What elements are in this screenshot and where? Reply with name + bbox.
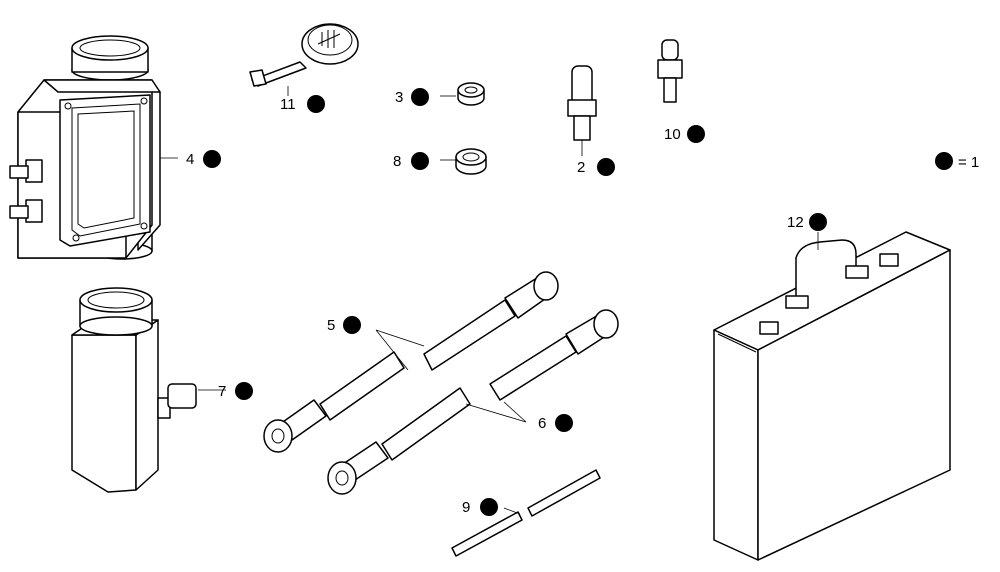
bullet-icon: [411, 152, 429, 170]
callout-number: 8: [393, 153, 401, 170]
part-9-rod: [451, 469, 601, 557]
callout-number: 4: [186, 151, 194, 168]
part-3-ring: [457, 82, 485, 106]
callout-number: 10: [664, 126, 681, 143]
bullet-icon: [411, 88, 429, 106]
callout-4: 4: [186, 150, 221, 168]
callout-12: 12: [787, 213, 827, 231]
callout-7: 7: [218, 382, 253, 400]
bullet-icon: [235, 382, 253, 400]
leader-lines: [160, 86, 819, 515]
callout-5: 5: [327, 316, 361, 334]
bullet-icon: [555, 414, 573, 432]
bullet-icon: [343, 316, 361, 334]
bullet-icon: [203, 150, 221, 168]
callout-number: 5: [327, 317, 335, 334]
callout-number: 11: [280, 96, 296, 113]
part-10-nipple: [657, 39, 683, 103]
bullet-icon: [597, 158, 615, 176]
part-12-carry-case: [713, 231, 951, 561]
legend-text: = 1: [958, 154, 979, 171]
part-7-tank: [71, 287, 197, 493]
part-6-hose: [327, 309, 619, 495]
callout-number: 3: [395, 89, 403, 106]
part-2-adapter: [567, 65, 597, 141]
callout-number: 2: [577, 159, 585, 176]
part-4-sight-glass-block: [9, 35, 161, 260]
bullet-icon: [480, 498, 498, 516]
callout-number: 12: [787, 214, 804, 231]
callout-number: 9: [462, 499, 470, 516]
bullet-icon: [809, 213, 827, 231]
part-11-pressure-gauge: [249, 23, 359, 87]
callout-11: 11: [280, 95, 325, 113]
callout-number: 7: [218, 383, 226, 400]
bullet-icon: [935, 152, 953, 170]
callout-6: 6: [538, 414, 573, 432]
bullet-icon: [687, 125, 705, 143]
callout-3: 3: [395, 88, 429, 106]
callout-8: 8: [393, 152, 429, 170]
callout-10: 10: [664, 125, 705, 143]
callout-9: 9: [462, 498, 498, 516]
part-5-hose: [263, 271, 559, 453]
callout-number: 6: [538, 415, 546, 432]
part-8-ring: [455, 148, 487, 175]
callout-2: 2: [577, 158, 615, 176]
bullet-icon: [307, 95, 325, 113]
legend: = 1: [935, 152, 979, 171]
